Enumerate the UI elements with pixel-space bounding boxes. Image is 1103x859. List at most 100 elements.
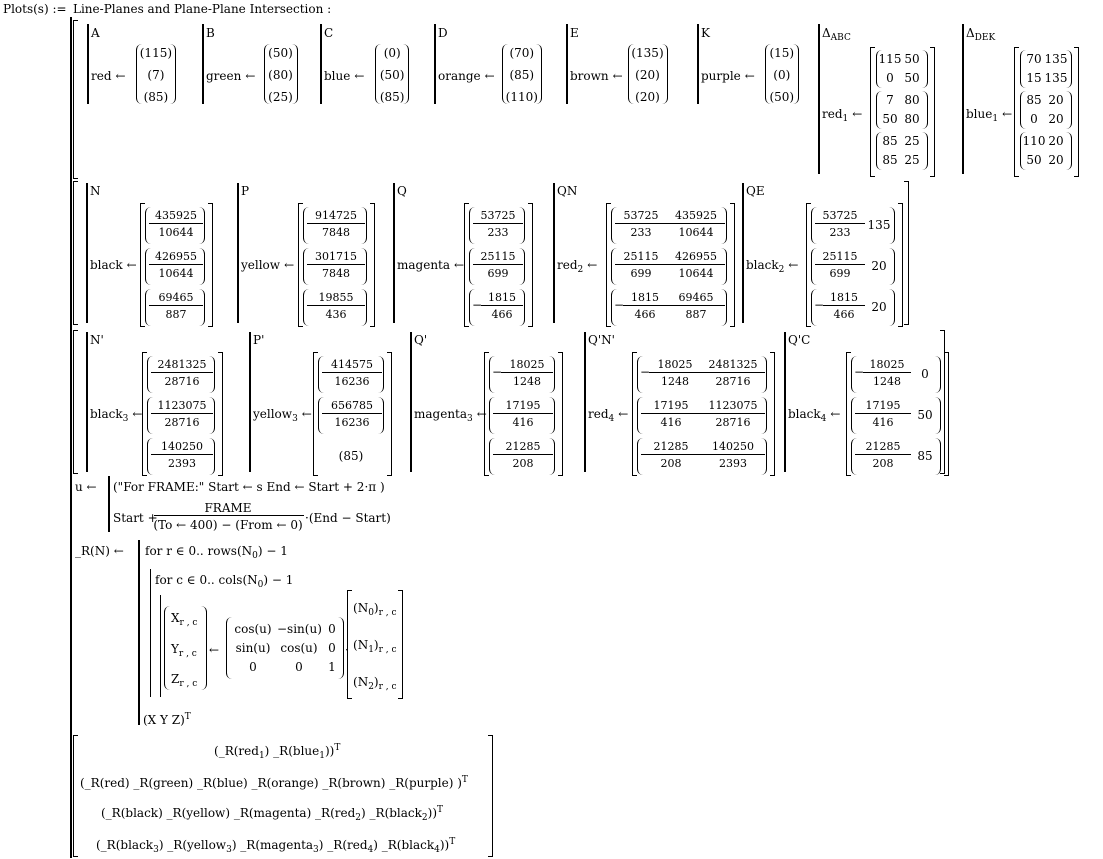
triangle-abc-cell: 80 [904, 112, 920, 126]
point-n-prime-row-parens [147, 356, 215, 393]
u-label[interactable]: u ← [75, 480, 97, 494]
point-d-tag: D [438, 26, 448, 40]
point-q-row-parens [469, 248, 525, 285]
vector-purple-value: (50) [769, 90, 795, 104]
plots-definition-label[interactable]: Plots(s) := [3, 2, 67, 16]
triangle-dek-bracket-left [1014, 47, 1019, 177]
point-n-row-parens [145, 207, 205, 244]
vector-purple-label[interactable]: purple← [701, 69, 755, 83]
line-qc-prime-label[interactable]: black4← [788, 407, 841, 424]
line-qc-prime-value: 0 [921, 367, 929, 381]
triangle-dek-cell: 20 [1048, 93, 1064, 107]
rotation-function-label[interactable]: _R(N) ← [75, 544, 124, 558]
point-p-label[interactable]: yellow← [241, 258, 295, 272]
point-e-tag: E [570, 26, 579, 40]
result-row-projected: (_R(black3) _R(yellow3) _R(magenta3) _R(… [96, 837, 456, 855]
triangle-abc-tag: ΔABC [822, 26, 851, 43]
triangle-dek-cell: 20 [1048, 112, 1064, 126]
triangle-dek-cell: 20 [1048, 153, 1064, 167]
program-bar [70, 17, 72, 858]
line-qe-row-parens [811, 248, 895, 285]
vector-brown-value: (135) [631, 46, 664, 60]
line-qn-prime-label[interactable]: red4← [588, 407, 629, 424]
row3-bracket-left [73, 330, 78, 474]
bar-point-n-prime [86, 332, 88, 472]
point-q-prime-fraction-minus: − [492, 365, 503, 379]
point-n-bracket-left [140, 203, 145, 327]
point-n-label[interactable]: black← [90, 258, 137, 272]
bar-e [566, 24, 568, 104]
triangle-dek-bracket-right [1074, 47, 1079, 177]
vector-blue-value: (50) [379, 68, 405, 82]
vector-green-label[interactable]: green← [206, 69, 256, 83]
triangle-abc-pair [876, 132, 928, 170]
line-qe-value: 20 [871, 300, 887, 314]
triangle-dek-cell: 85 [1026, 93, 1042, 107]
line-qn-label[interactable]: red2← [557, 258, 598, 275]
triangle-dek-var[interactable]: blue1← [966, 107, 1013, 124]
point-n-row-parens [145, 289, 205, 326]
triangle-dek-cell: 70 [1026, 52, 1042, 66]
line-qn-tag: QN [557, 184, 578, 198]
point-p-prime-row-parens [318, 397, 384, 434]
vector-brown-label[interactable]: brown← [570, 69, 623, 83]
triangle-abc-var[interactable]: red1← [822, 107, 863, 124]
line-qn-bracket-left [606, 203, 611, 327]
point-q-prime-row-parens [489, 397, 555, 434]
vector-green-value: (80) [268, 68, 293, 82]
u-frame-denominator: (To ← 400) − (From ← 0) [153, 518, 303, 532]
triangle-dek-cell: 20 [1048, 134, 1064, 148]
vector-orange-value: (70) [509, 46, 535, 60]
vector-blue-value: (0) [383, 46, 401, 60]
line-qe-bracket-right [898, 203, 903, 327]
point-n-prime-tag: N' [90, 333, 104, 347]
rotation-matrix-cell: 0 [328, 622, 336, 636]
z-element: Zr , c [171, 672, 198, 689]
point-p-prime-tag: P' [253, 333, 265, 347]
point-p-row-parens [303, 207, 367, 244]
point-a-tag: A [91, 26, 100, 40]
vector-red-value: (115) [139, 46, 173, 60]
point-q-prime-row-parens [489, 356, 555, 393]
vector-orange-label[interactable]: orange← [438, 69, 495, 83]
point-p-prime-label[interactable]: yellow3← [253, 407, 312, 424]
line-qe-tag: QE [746, 184, 765, 198]
point-q-label[interactable]: magenta← [397, 258, 465, 272]
vector-blue-label[interactable]: blue← [324, 69, 365, 83]
line-qn-row-parens [611, 248, 727, 285]
line-qn-prime-tag: Q'N' [588, 333, 615, 347]
triangle-dek-cell: 135 [1044, 71, 1068, 85]
point-q-prime-label[interactable]: magenta3← [414, 407, 487, 424]
vector-purple-value: (0) [773, 68, 791, 82]
vector-red-label[interactable]: red← [91, 69, 126, 83]
bar-point-p [237, 183, 239, 323]
vector-brown-value: (20) [635, 90, 660, 104]
line-qc-prime-row-parens [851, 438, 941, 475]
point-q-tag: Q [397, 184, 407, 198]
vector-green-value: (50) [268, 46, 293, 60]
point-n-prime-row-parens [147, 438, 215, 475]
point-q-prime-row-parens [489, 438, 555, 475]
point-q-fraction-minus: − [472, 298, 483, 312]
line-qe-label[interactable]: black2← [746, 258, 799, 275]
point-n-prime-label[interactable]: black3← [90, 407, 143, 424]
vector-orange-parens [501, 44, 542, 104]
triangle-abc-cell: 50 [882, 112, 898, 126]
line-qn-row-parens [611, 289, 727, 326]
